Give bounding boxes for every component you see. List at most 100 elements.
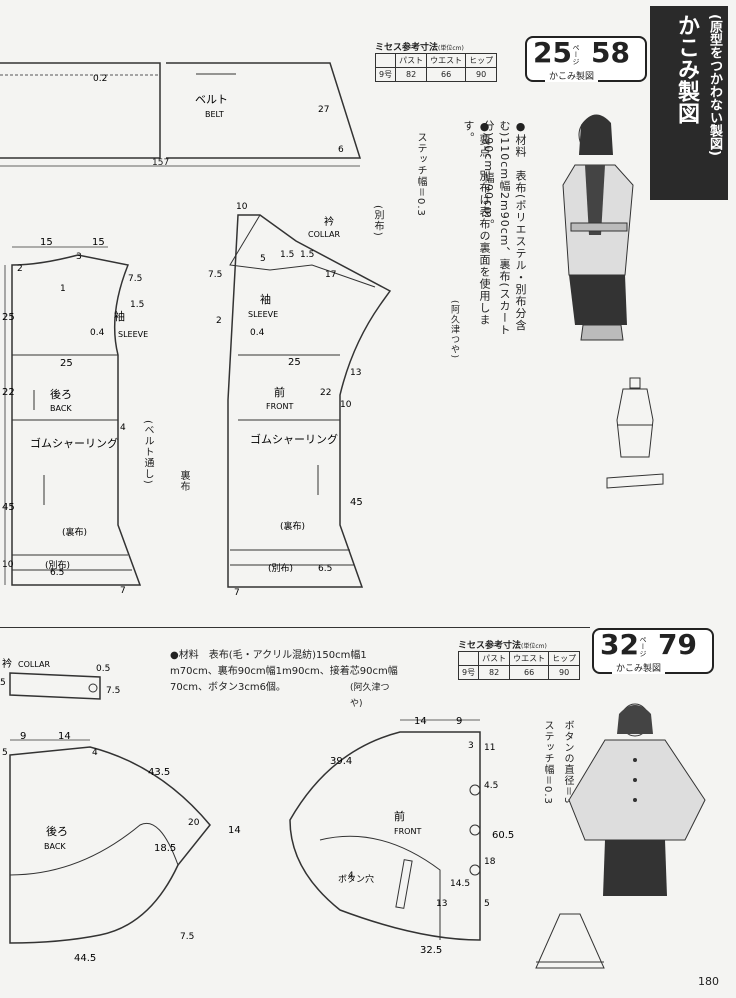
bottom-front-pattern: 14 9 39.4 3 11 4.5 60.5 18 14.5 13 32.5 … [289, 716, 514, 956]
svg-text:SLEEVE: SLEEVE [118, 330, 148, 339]
svg-text:43.5: 43.5 [148, 767, 170, 778]
svg-text:18.5: 18.5 [154, 843, 176, 854]
svg-text:9: 9 [456, 716, 462, 727]
svg-text:14: 14 [414, 716, 427, 727]
belt-27: 27 [318, 105, 329, 115]
front-label: 前 [274, 385, 285, 399]
svg-text:0.4: 0.4 [250, 328, 265, 338]
svg-text:25: 25 [60, 358, 73, 369]
svg-text:6.5: 6.5 [318, 564, 332, 574]
section-divider [0, 627, 590, 628]
svg-text:5: 5 [2, 748, 8, 758]
belt-6: 6 [338, 145, 344, 155]
svg-text:FRONT: FRONT [266, 402, 293, 411]
svg-text:2: 2 [17, 264, 23, 274]
svg-text:3: 3 [468, 741, 474, 751]
svg-text:(裏布): (裏布) [62, 526, 87, 538]
svg-text:BACK: BACK [50, 404, 72, 413]
svg-text:10: 10 [2, 560, 14, 570]
svg-text:20: 20 [188, 818, 200, 828]
svg-text:BACK: BACK [44, 842, 66, 851]
svg-text:5: 5 [260, 254, 266, 264]
svg-text:39.4: 39.4 [330, 756, 352, 767]
svg-text:7.5: 7.5 [106, 686, 120, 696]
svg-text:(別布): (別布) [45, 559, 70, 571]
bottom-materials: ●材料 表布(毛・アクリル混紡)150cm幅1 m70cm、裏布90cm幅1m9… [170, 650, 398, 709]
belt-label: ベルト [195, 93, 228, 106]
svg-text:1.5: 1.5 [300, 250, 314, 260]
belt-pattern: 0.2 27 6 ベルト BELT 157 [0, 62, 362, 168]
svg-text:25: 25 [288, 357, 301, 368]
svg-text:0.5: 0.5 [96, 664, 110, 674]
svg-text:COLLAR: COLLAR [308, 230, 340, 239]
svg-text:1.5: 1.5 [280, 250, 294, 260]
ref-title: ミセス参考寸法 [375, 43, 439, 53]
svg-text:衿: 衿 [2, 657, 12, 670]
svg-text:7: 7 [120, 586, 126, 596]
cape-flat-illustration [535, 913, 605, 969]
top-page-ref: 25 ページ 58 かこみ製図 [525, 36, 647, 82]
svg-text:4: 4 [120, 423, 126, 433]
svg-text:(裏布): (裏布) [280, 520, 305, 532]
svg-text:7.5: 7.5 [128, 274, 142, 284]
belt-loop-note: (ベルト通し) [142, 420, 153, 485]
bottom-back-label: 後ろ [46, 824, 68, 838]
svg-text:(別布): (別布) [268, 562, 293, 574]
top-points: ●要点 別布は表布の裏面を使用します。 [462, 120, 491, 326]
svg-text:45: 45 [350, 497, 363, 508]
woman-cape-illustration [568, 703, 706, 896]
svg-text:14: 14 [58, 731, 71, 742]
collar-contrast-note: (別布) [372, 205, 383, 237]
svg-text:4.5: 4.5 [484, 781, 498, 791]
svg-text:60.5: 60.5 [492, 830, 514, 841]
svg-text:25: 25 [2, 312, 15, 323]
back-shirring: ゴムシャーリング [30, 436, 118, 450]
svg-text:45: 45 [2, 502, 15, 513]
front-pattern: 10 5 1.5 1.5 17 7.5 2 0.4 25 22 13 10 45… [208, 202, 392, 595]
back-pattern: 15 15 3 2 1 7.5 1.5 0.4 25 25 22 45 10 6… [2, 237, 148, 596]
bottom-page-ref: 32 ページ 79 かこみ製図 [592, 628, 714, 674]
belt-flat-illustration [606, 473, 664, 489]
svg-text:22: 22 [320, 388, 331, 398]
svg-text:1: 1 [60, 284, 66, 294]
front-shirring: ゴムシャーリング [250, 432, 338, 446]
svg-text:SLEEVE: SLEEVE [248, 310, 278, 319]
page-number: 180 [698, 975, 719, 988]
back-label: 後ろ [50, 387, 72, 401]
svg-text:17: 17 [325, 270, 336, 280]
front-sleeve-label: 袖 [260, 292, 271, 306]
top-stitch: ステッチ幅＝0.3 [415, 132, 426, 217]
belt-length: 157 [152, 158, 169, 168]
svg-text:3: 3 [76, 252, 82, 262]
svg-text:COLLAR: COLLAR [18, 660, 50, 669]
svg-text:7.5: 7.5 [180, 932, 194, 942]
svg-text:7: 7 [234, 588, 240, 595]
svg-text:18: 18 [484, 857, 496, 867]
back-15b: 15 [92, 237, 105, 248]
svg-text:9: 9 [20, 731, 26, 742]
svg-text:44.5: 44.5 [74, 953, 96, 964]
svg-text:13: 13 [436, 899, 447, 909]
bottom-collar-pattern: 衿 COLLAR 0.5 7.5 5 [0, 657, 120, 700]
belt-02: 0.2 [93, 74, 107, 84]
button-note: ボタンの直径＝3 [562, 720, 573, 805]
top-materials: ●材料 表布(ポリエステル・別布分含む)110cm幅2m90cm、裏布(スカート… [482, 120, 527, 336]
svg-text:7.5: 7.5 [208, 270, 222, 280]
back-15a: 15 [40, 237, 53, 248]
vest-flat-illustration [616, 377, 654, 458]
svg-text:5: 5 [0, 678, 6, 688]
title-band: かこみ製図 (原型をつかわない製図) [650, 6, 728, 200]
svg-text:10: 10 [340, 400, 352, 410]
top-author: (阿久津つや) [449, 300, 459, 360]
woman-vest-illustration [562, 114, 634, 341]
svg-text:1.5: 1.5 [130, 300, 144, 310]
collar-label: 衿 [324, 215, 334, 228]
svg-text:14.5: 14.5 [450, 879, 470, 889]
svg-text:4: 4 [92, 748, 98, 758]
belt-en: BELT [205, 110, 224, 119]
buttonhole-label: ボタン穴 [338, 873, 374, 885]
svg-text:2: 2 [216, 316, 222, 326]
